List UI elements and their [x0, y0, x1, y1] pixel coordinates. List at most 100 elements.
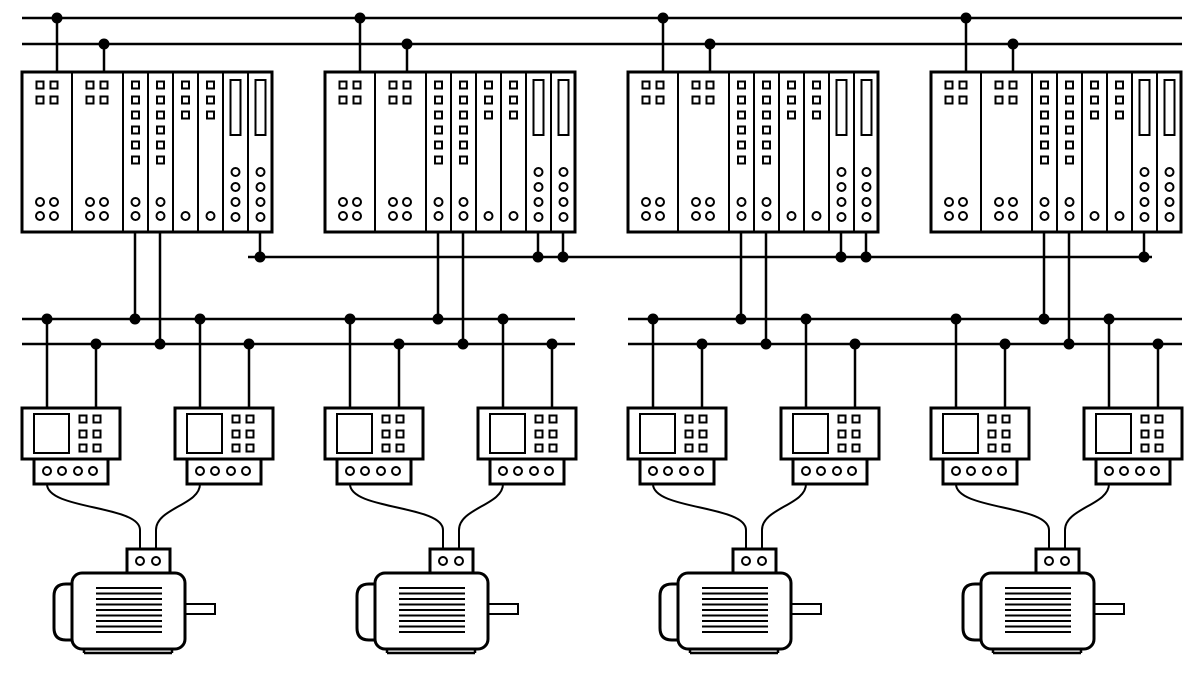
indicator-led [851, 443, 861, 453]
terminal-ring [513, 466, 523, 476]
drive-display [186, 413, 223, 454]
terminal-ring [641, 211, 651, 221]
terminal-ring [376, 466, 386, 476]
drives [20, 313, 1184, 486]
terminal-ring [99, 197, 109, 207]
terminal-ring [997, 466, 1007, 476]
indicator-led [787, 95, 796, 105]
io-module [483, 80, 494, 221]
terminal-ring [836, 197, 847, 207]
io-module [433, 80, 444, 221]
junction-dot [760, 338, 772, 350]
indicator-led [655, 95, 665, 105]
terminal-ring [1150, 466, 1160, 476]
terminal-ring [958, 211, 968, 221]
terminal-ring [966, 466, 976, 476]
terminal-ring [816, 466, 826, 476]
terminal-ring [135, 556, 145, 566]
terminal-ring [836, 182, 847, 192]
drive-terminal-block [638, 457, 716, 486]
junction-dot [154, 338, 166, 350]
drive-display [489, 413, 526, 454]
drive-body [476, 406, 578, 461]
terminal-ring [1164, 182, 1175, 192]
comm-module [835, 79, 848, 222]
indicator-led [245, 429, 255, 439]
terminal-ring [1135, 466, 1145, 476]
terminal-ring [255, 197, 266, 207]
indicator-led [49, 95, 59, 105]
indicator-led [99, 95, 109, 105]
terminal-ring [85, 211, 95, 221]
terminal-ring [811, 211, 822, 221]
io-module [761, 80, 772, 221]
indicator-led [245, 414, 255, 424]
indicator-led [1001, 443, 1011, 453]
indicator-led [388, 95, 398, 105]
indicator-led [1001, 414, 1011, 424]
junction-dot [90, 338, 102, 350]
junction-dot [704, 38, 716, 50]
indicator-led [231, 429, 241, 439]
junction-dot [354, 12, 366, 24]
terminal-ring [155, 197, 166, 207]
indicator-led [655, 80, 665, 90]
indicator-led [762, 110, 771, 120]
junction-dot [849, 338, 861, 350]
indicator-led [762, 155, 771, 165]
terminal-ring [433, 197, 444, 207]
display-slot [860, 79, 873, 136]
terminal-ring [741, 556, 751, 566]
motor-shaft [184, 603, 216, 615]
motor-end-cap [658, 582, 680, 642]
indicator-led [388, 80, 398, 90]
indicator-led [352, 95, 362, 105]
terminal-ring [982, 466, 992, 476]
terminal-ring [1114, 211, 1125, 221]
motor-terminal-box [731, 547, 778, 575]
drive-terminal-block [1094, 457, 1172, 486]
terminal-ring [836, 212, 847, 222]
indicator-led [1140, 429, 1150, 439]
drive-terminal-block [32, 457, 110, 486]
indicator-led [156, 95, 165, 105]
terminal-ring [801, 466, 811, 476]
indicator-led [944, 80, 954, 90]
frequency-inverter-icon [779, 313, 881, 486]
io-module [130, 80, 141, 221]
plc-rack [20, 12, 274, 350]
indicator-led [206, 80, 215, 90]
indicator-led [787, 110, 796, 120]
terminal-ring [49, 211, 59, 221]
terminal-ring [861, 167, 872, 177]
terminal-ring [338, 197, 348, 207]
frequency-inverter-icon [476, 313, 578, 486]
indicator-led [434, 95, 443, 105]
indicator-led [156, 155, 165, 165]
terminal-ring [205, 211, 216, 221]
indicator-led [459, 95, 468, 105]
indicator-led [987, 443, 997, 453]
drive-display [336, 413, 373, 454]
indicator-led [381, 414, 391, 424]
terminal-ring [861, 182, 872, 192]
terminal-ring [694, 466, 704, 476]
indicator-led [131, 110, 140, 120]
cpu-module [388, 80, 412, 221]
motor-terminal-box [1034, 547, 1081, 575]
terminal-ring [1008, 211, 1018, 221]
terminal-ring [73, 466, 83, 476]
indicator-led [737, 140, 746, 150]
terminal-ring [402, 197, 412, 207]
terminal-ring [391, 466, 401, 476]
indicator-led [534, 414, 544, 424]
drive-body [626, 406, 728, 461]
terminal-ring [226, 466, 236, 476]
motor-cable [349, 483, 444, 549]
junction-dot [546, 338, 558, 350]
terminal-ring [195, 466, 205, 476]
terminal-ring [736, 197, 747, 207]
terminal-ring [433, 211, 444, 221]
indicator-led [737, 125, 746, 135]
frequency-inverter-icon [173, 313, 275, 486]
